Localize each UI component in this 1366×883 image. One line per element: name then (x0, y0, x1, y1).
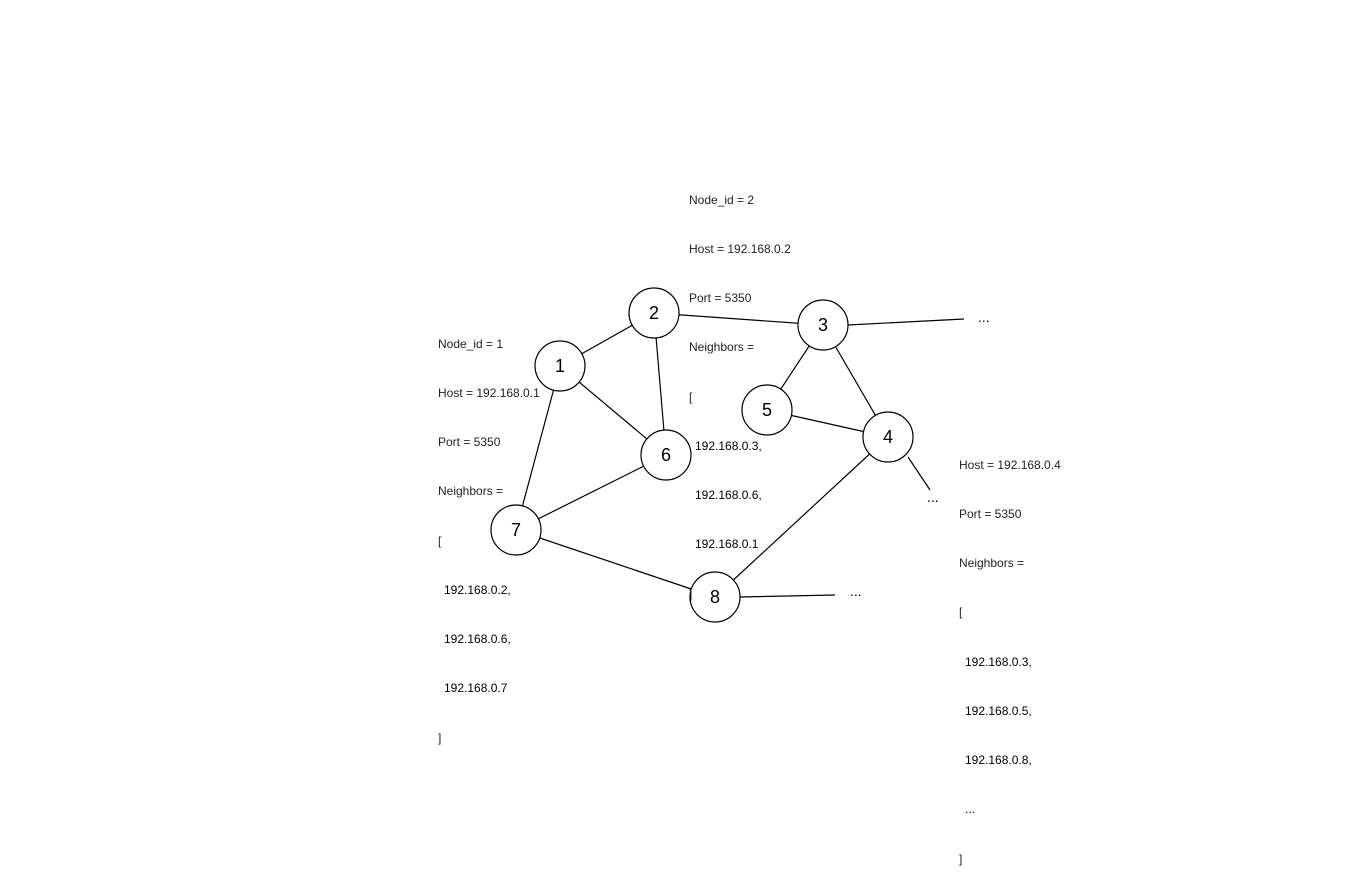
ellipsis-8: ... (850, 583, 862, 599)
neighbors-label: Neighbors = (959, 556, 1025, 571)
neighbor-address: 192.168.0.7 (444, 681, 508, 696)
neighbor-address: 192.168.0.3, (695, 438, 762, 453)
neighbors-label: Neighbors = (438, 484, 504, 499)
neighbor-address: 192.168.0.3, (965, 654, 1032, 669)
network-graph: ... ... ... 1 2 3 4 5 6 7 8 (490, 287, 990, 623)
node-label: 3 (818, 315, 828, 335)
node-circle (741, 384, 793, 436)
node-8: 8 (689, 571, 741, 623)
port-text: Port = 5350 (438, 435, 501, 450)
close-bracket: ] (438, 730, 442, 745)
nodes: 1 2 3 4 5 6 7 8 (490, 287, 914, 623)
neighbor-address: ... (965, 802, 976, 817)
node-3: 3 (797, 299, 849, 351)
node-label: 8 (710, 587, 720, 607)
node-circle (490, 504, 542, 556)
outgoing-edges: ... ... ... (739, 309, 990, 599)
edge-3-outgoing (847, 318, 965, 326)
node-circle (534, 340, 586, 392)
edge-6-7 (515, 454, 667, 531)
node-id-text: Node_id = 1 (438, 336, 504, 351)
node-circle (628, 287, 680, 339)
port-text: Port = 5350 (689, 291, 752, 306)
node-5: 5 (741, 384, 793, 436)
node-label: 6 (661, 445, 671, 465)
neighbor-address: 192.168.0.2, (444, 582, 511, 597)
node-7: 7 (490, 504, 542, 556)
node-4-info: Host = 192.168.0.4 Port = 5350 Neighbors… (959, 424, 1061, 883)
node-circle (797, 299, 849, 351)
close-bracket: ] (689, 586, 693, 601)
node-label: 7 (511, 520, 521, 540)
open-bracket: [ (438, 533, 442, 548)
edge-4-outgoing (907, 456, 931, 491)
node-circle (862, 411, 914, 463)
node-4: 4 (862, 411, 914, 463)
node-1-info: Node_id = 1 Host = 192.168.0.1 Port = 53… (438, 303, 540, 762)
edge-8-4 (714, 436, 889, 598)
host-text: Host = 192.168.0.1 (438, 386, 540, 401)
node-label: 2 (649, 303, 659, 323)
edge-1-7 (515, 365, 561, 531)
host-text: Host = 192.168.0.4 (959, 457, 1061, 472)
port-text: Port = 5350 (959, 507, 1022, 522)
edge-7-8 (515, 529, 716, 598)
node-label: 1 (555, 356, 565, 376)
neighbor-address: 192.168.0.6, (695, 488, 762, 503)
edge-8-outgoing (739, 594, 836, 598)
node-label: 5 (762, 400, 772, 420)
open-bracket: [ (689, 389, 693, 404)
node-id-text: Node_id = 2 (689, 192, 755, 207)
node-circle (689, 571, 741, 623)
neighbor-address: 192.168.0.6, (444, 632, 511, 647)
node-2: 2 (628, 287, 680, 339)
node-2-info: Node_id = 2 Host = 192.168.0.2 Port = 53… (689, 159, 791, 618)
host-text: Host = 192.168.0.2 (689, 242, 791, 257)
neighbor-address: 192.168.0.5, (965, 703, 1032, 718)
neighbors-label: Neighbors = (689, 340, 755, 355)
node-label: 4 (883, 427, 893, 447)
ellipsis-3: ... (978, 309, 990, 325)
edge-2-3 (653, 312, 824, 326)
node-circle (640, 429, 692, 481)
close-bracket: ] (959, 851, 963, 866)
neighbor-address: 192.168.0.1 (695, 537, 759, 552)
open-bracket: [ (959, 605, 963, 620)
neighbor-address: 192.168.0.8, (965, 753, 1032, 768)
node-6: 6 (640, 429, 692, 481)
ellipsis-4: ... (927, 489, 939, 505)
node-1: 1 (534, 340, 586, 392)
